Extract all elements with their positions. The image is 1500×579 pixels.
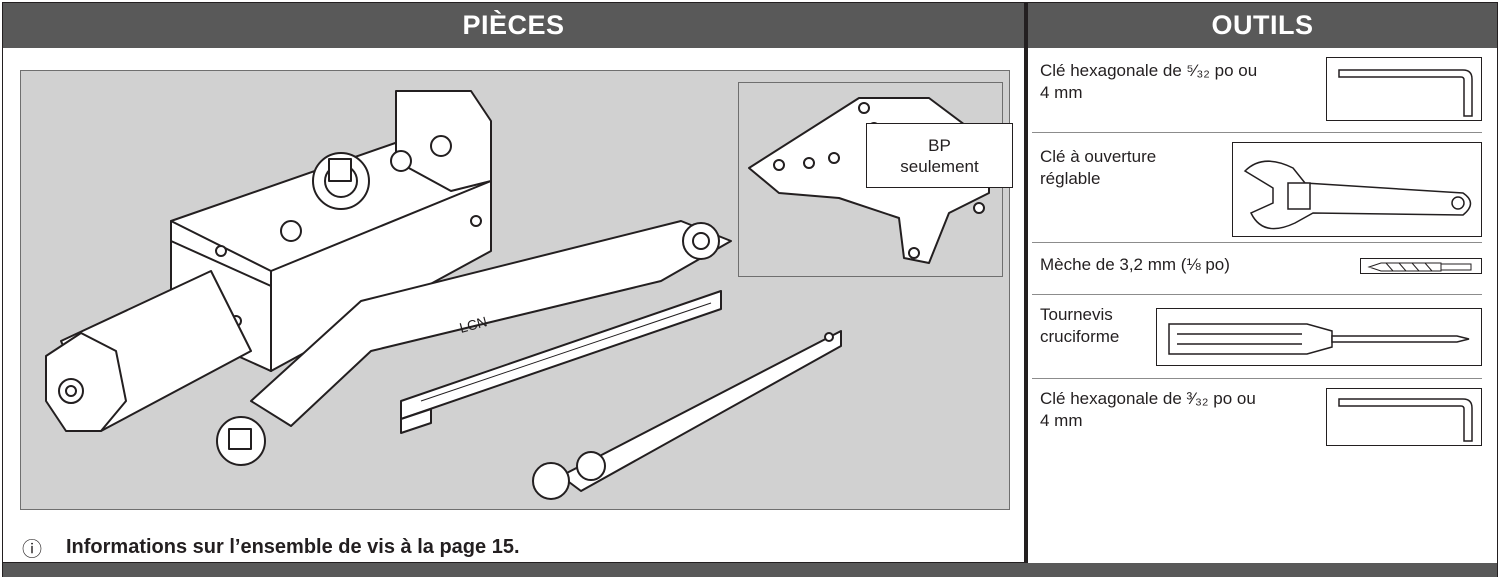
note-text: Informations sur l’ensemble de vis à la … <box>66 536 520 558</box>
bottom-rule <box>3 562 1024 563</box>
main-arm: LCN <box>216 220 732 466</box>
bottom-header-band <box>3 563 1497 577</box>
tool-label: Clé à ouverture <box>1040 147 1157 166</box>
tool-item-drill-bit: Mèche de 3,2 mm (⅛ po) <box>1040 254 1340 276</box>
tool-separator <box>1032 294 1482 295</box>
tool-label: Mèche de 3,2 mm (⅛ po) <box>1040 255 1230 274</box>
screw-pack-note: ⓘ Informations sur l’ensemble de vis à l… <box>22 533 520 562</box>
hex-key-icon <box>1326 57 1482 121</box>
tool-separator <box>1032 132 1482 133</box>
tool-separator <box>1032 242 1482 243</box>
tool-label: cruciforme <box>1040 327 1120 346</box>
tools-header-title: OUTILS <box>1211 10 1314 40</box>
tool-label: 4 mm <box>1040 411 1083 430</box>
tools-header: OUTILS <box>1028 3 1497 48</box>
tool-item-phillips-screwdriver: Tournevis cruciforme <box>1040 304 1160 348</box>
tool-item-hex-key-532: Clé hexagonale de ⁵⁄₃₂ po ou 4 mm <box>1040 60 1300 104</box>
callout-line-1: BP <box>928 135 951 155</box>
door-closer-parts-drawing: LCN <box>45 90 842 500</box>
closer-body <box>170 90 492 372</box>
channel-arm <box>400 290 722 434</box>
tool-separator <box>1032 378 1482 379</box>
parts-header-title: PIÈCES <box>462 10 565 40</box>
tool-label: 4 mm <box>1040 83 1083 102</box>
callout-line-2: seulement <box>900 156 979 176</box>
forearm <box>532 330 842 500</box>
tool-label: Tournevis <box>1040 305 1113 324</box>
info-icon: ⓘ <box>22 539 42 561</box>
hex-key-icon <box>1326 388 1482 446</box>
tool-item-hex-key-332: Clé hexagonale de ³⁄₃₂ po ou 4 mm <box>1040 388 1300 432</box>
adjustable-wrench-icon <box>1232 142 1482 237</box>
arm-brand-label: LCN <box>458 313 489 336</box>
tool-label: Clé hexagonale de ³⁄₃₂ po ou <box>1040 389 1256 408</box>
tool-label: Clé hexagonale de ⁵⁄₃₂ po ou <box>1040 61 1258 80</box>
tool-item-adjustable-wrench: Clé à ouverture réglable <box>1040 146 1220 190</box>
tool-label: réglable <box>1040 169 1101 188</box>
column-divider <box>1024 3 1028 573</box>
phillips-screwdriver-icon <box>1156 308 1482 366</box>
closer-cylinder <box>45 270 252 432</box>
drill-bit-icon <box>1360 258 1482 274</box>
bp-only-callout: BP seulement <box>866 123 1013 188</box>
parts-header: PIÈCES <box>3 3 1024 48</box>
